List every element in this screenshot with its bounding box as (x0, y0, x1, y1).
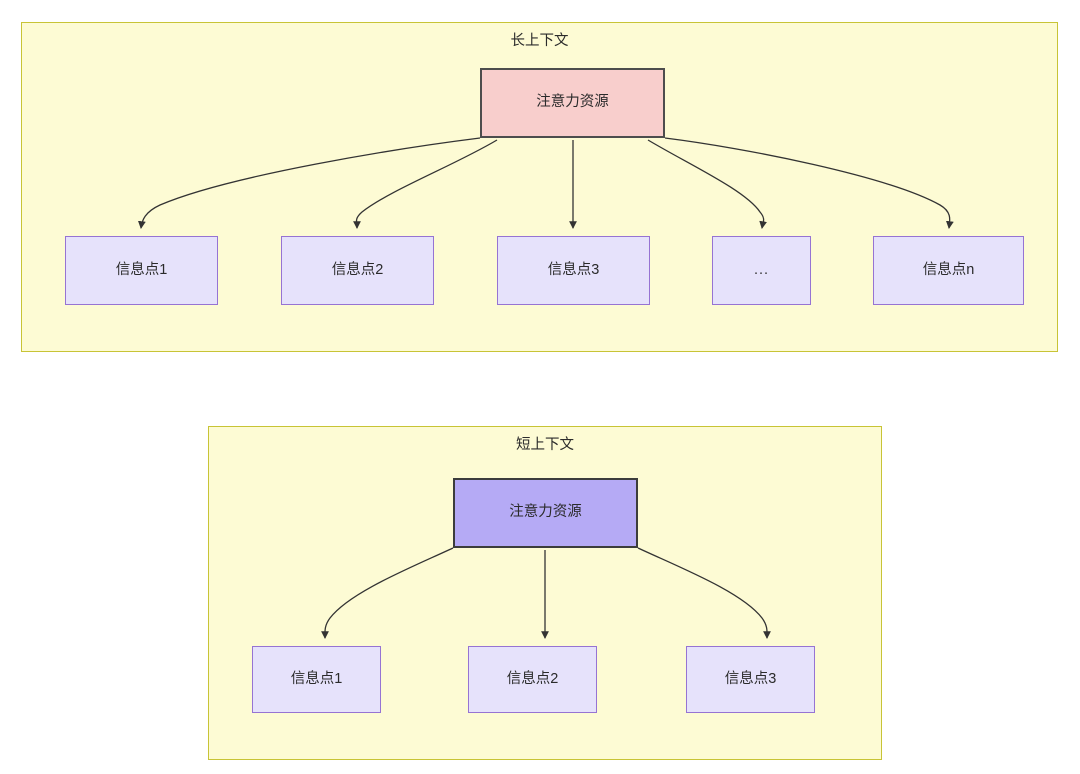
node-attention-resource-long[interactable]: 注意力资源 (480, 68, 665, 138)
node-attention-resource-short[interactable]: 注意力资源 (453, 478, 638, 548)
node-info-point-2-short[interactable]: 信息点2 (468, 646, 597, 713)
node-info-point-3-long[interactable]: 信息点3 (497, 236, 650, 305)
node-info-point-ellipsis-long[interactable]: ... (712, 236, 811, 305)
node-info-point-1-short[interactable]: 信息点1 (252, 646, 381, 713)
group-long-context-title: 长上下文 (510, 33, 569, 49)
node-info-point-3-short[interactable]: 信息点3 (686, 646, 815, 713)
group-short-context-title: 短上下文 (516, 437, 574, 453)
node-info-point-n-long[interactable]: 信息点n (873, 236, 1024, 305)
node-info-point-2-long[interactable]: 信息点2 (281, 236, 434, 305)
node-info-point-1-long[interactable]: 信息点1 (65, 236, 218, 305)
